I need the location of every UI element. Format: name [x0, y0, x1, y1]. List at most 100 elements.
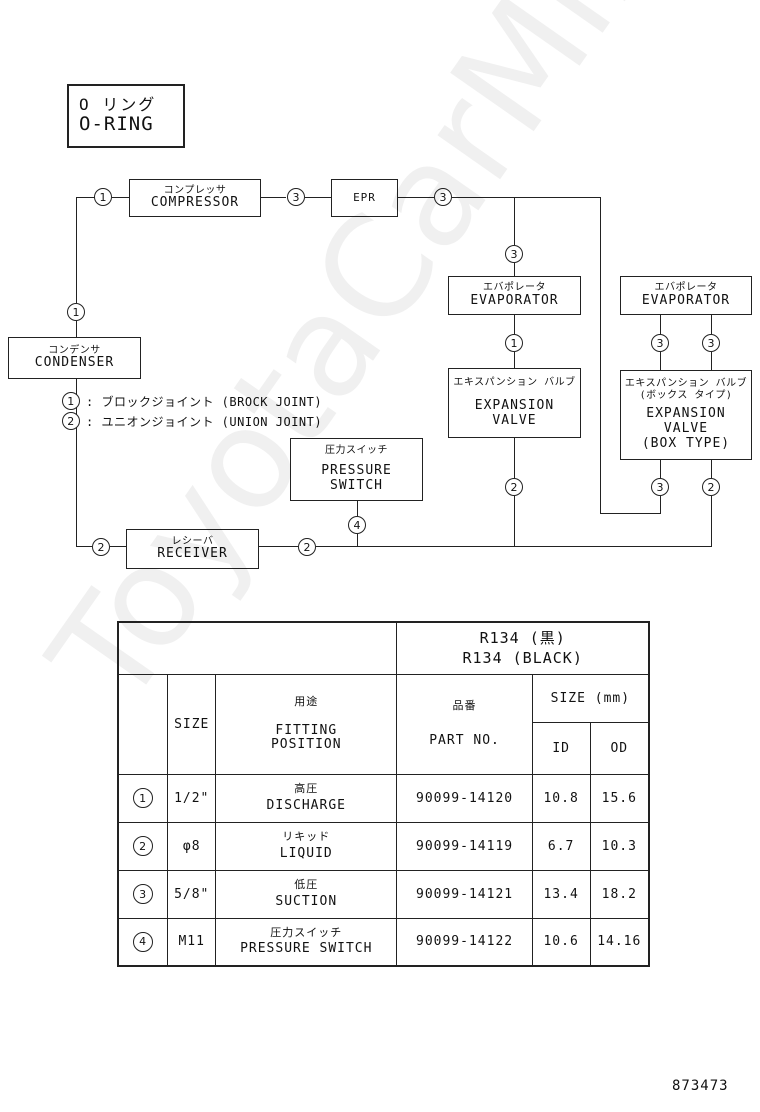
legend-item: 1 : ブロックジョイント (BROCK JOINT) — [62, 392, 322, 410]
sizemm-header: SIZE (mm) — [531, 673, 650, 723]
legend-text: : ブロックジョイント (BROCK JOINT) — [86, 394, 323, 409]
legend-marker: 2 — [62, 412, 80, 430]
joint-marker: 1 — [505, 334, 523, 352]
row-id: 6.7 — [531, 821, 591, 871]
joint-marker: 3 — [702, 334, 720, 352]
evaporator-2-jp: エバポレータ — [654, 282, 718, 294]
expansion-valve-box-1: エキスパンション バルブ EXPANSION VALVE — [448, 368, 581, 438]
table-row: 3 5/8" 低圧 SUCTION 90099-14121 13.4 18.2 — [117, 869, 650, 919]
legend-item: 2 : ユニオンジョイント (UNION JOINT) — [62, 412, 322, 430]
part-en: PART NO. — [429, 732, 500, 748]
row-fitting-jp: 低圧 — [294, 877, 319, 891]
pipe — [711, 314, 713, 334]
pipe — [514, 314, 516, 334]
row-id: 10.8 — [531, 773, 591, 823]
pipe — [76, 378, 78, 546]
joint-marker: 3 — [651, 334, 669, 352]
row-size: M11 — [167, 917, 217, 967]
condenser-en: CONDENSER — [34, 355, 115, 371]
pipe — [397, 197, 434, 199]
row-marker: 2 — [133, 836, 154, 856]
fitting-jp: 用途 — [294, 695, 319, 709]
row-id: 10.6 — [531, 917, 591, 967]
joint-marker: 2 — [298, 538, 316, 556]
pipe — [305, 197, 331, 199]
pipe — [260, 197, 286, 199]
pressure-switch-box: 圧力スイッチ PRESSURE SWITCH — [290, 438, 423, 501]
condenser-jp: コンデンサ — [48, 344, 101, 356]
pipe — [76, 197, 78, 303]
table-blank-header — [117, 621, 398, 675]
pipe — [76, 197, 98, 199]
row-marker: 4 — [133, 931, 154, 952]
pipe — [660, 352, 662, 370]
evaporator-1-en: EVAPORATOR — [470, 292, 559, 308]
refrigerant-jp: R134 (黒) — [479, 629, 566, 647]
row-part: 90099-14122 — [396, 917, 533, 967]
compressor-en: COMPRESSOR — [150, 195, 240, 211]
pipe — [711, 496, 713, 547]
row-part: 90099-14119 — [396, 821, 533, 871]
expansion-valve-1-jp: エキスパンション バルブ — [453, 377, 576, 389]
row-fitting-jp: 圧力スイッチ — [270, 925, 343, 939]
row-fitting-en: DISCHARGE — [266, 797, 346, 813]
receiver-box: レシーバ RECEIVER — [126, 529, 259, 569]
pipe — [600, 197, 602, 513]
receiver-en: RECEIVER — [157, 546, 228, 562]
row-fitting: 圧力スイッチ PRESSURE SWITCH — [215, 917, 398, 967]
expansion-valve-2-en2: VALVE — [663, 421, 709, 437]
fitting-en2: POSITION — [270, 737, 342, 753]
pressure-switch-jp: 圧力スイッチ — [325, 444, 388, 456]
row-fitting: 高圧 DISCHARGE — [215, 773, 398, 823]
condenser-box: コンデンサ CONDENSER — [8, 337, 141, 379]
num-header — [117, 673, 169, 775]
evaporator-box-1: エバポレータ EVAPORATOR — [448, 276, 581, 315]
joint-marker: 2 — [92, 538, 110, 556]
table-row: 1 1/2" 高圧 DISCHARGE 90099-14120 10.8 15.… — [117, 773, 650, 823]
receiver-jp: レシーバ — [171, 535, 214, 547]
row-od: 18.2 — [589, 869, 650, 919]
pipe — [112, 197, 130, 199]
evaporator-1-jp: エバポレータ — [483, 282, 546, 294]
row-size: 5/8" — [167, 869, 217, 919]
pipe — [514, 352, 516, 368]
row-fitting-en: PRESSURE SWITCH — [240, 941, 373, 957]
fitting-en1: FITTING — [275, 723, 338, 739]
table-row: 2 φ8 リキッド LIQUID 90099-14119 6.7 10.3 — [117, 821, 650, 871]
part-jp: 品番 — [452, 698, 477, 712]
row-od: 10.3 — [589, 821, 650, 871]
od-header: OD — [589, 721, 650, 775]
legend-marker: 1 — [62, 392, 80, 410]
title-en: O-RING — [79, 113, 154, 136]
row-fitting-jp: 高圧 — [294, 781, 319, 795]
pipe — [514, 197, 516, 245]
pipe — [258, 546, 298, 548]
joint-marker: 1 — [67, 303, 85, 321]
pipe — [357, 500, 359, 516]
refrigerant-en: R134 (BLACK) — [462, 649, 583, 668]
evaporator-box-2: エバポレータ EVAPORATOR — [620, 276, 752, 315]
pipe — [711, 459, 713, 478]
size-header: SIZE — [167, 673, 217, 775]
expansion-valve-2-en3: (BOX TYPE) — [641, 435, 731, 451]
row-fitting-en: LIQUID — [279, 845, 333, 861]
joint-marker: 3 — [505, 245, 523, 263]
row-num-cell: 2 — [117, 821, 169, 871]
legend-text: : ユニオンジョイント (UNION JOINT) — [86, 414, 323, 429]
row-part: 90099-14120 — [396, 773, 533, 823]
fitting-header: 用途 FITTING POSITION — [215, 673, 398, 775]
o-ring-table: R134 (黒) R134 (BLACK) SIZE 用途 FITTING PO… — [117, 621, 650, 967]
row-size: 1/2" — [167, 773, 217, 823]
pipe — [514, 263, 516, 277]
joint-marker: 1 — [94, 188, 112, 206]
part-header: 品番 PART NO. — [396, 673, 533, 775]
title-box: O リング O-RING — [67, 84, 185, 148]
joint-marker: 4 — [348, 516, 366, 534]
pipe — [660, 496, 662, 514]
expansion-valve-box-2: エキスパンション バルブ (ボックス タイプ) EXPANSION VALVE … — [620, 370, 752, 460]
expansion-valve-1-en2: VALVE — [492, 412, 537, 428]
epr-label: EPR — [353, 190, 376, 204]
joint-marker: 3 — [651, 478, 669, 496]
row-fitting-en: SUCTION — [275, 893, 338, 909]
row-marker: 1 — [133, 788, 154, 808]
